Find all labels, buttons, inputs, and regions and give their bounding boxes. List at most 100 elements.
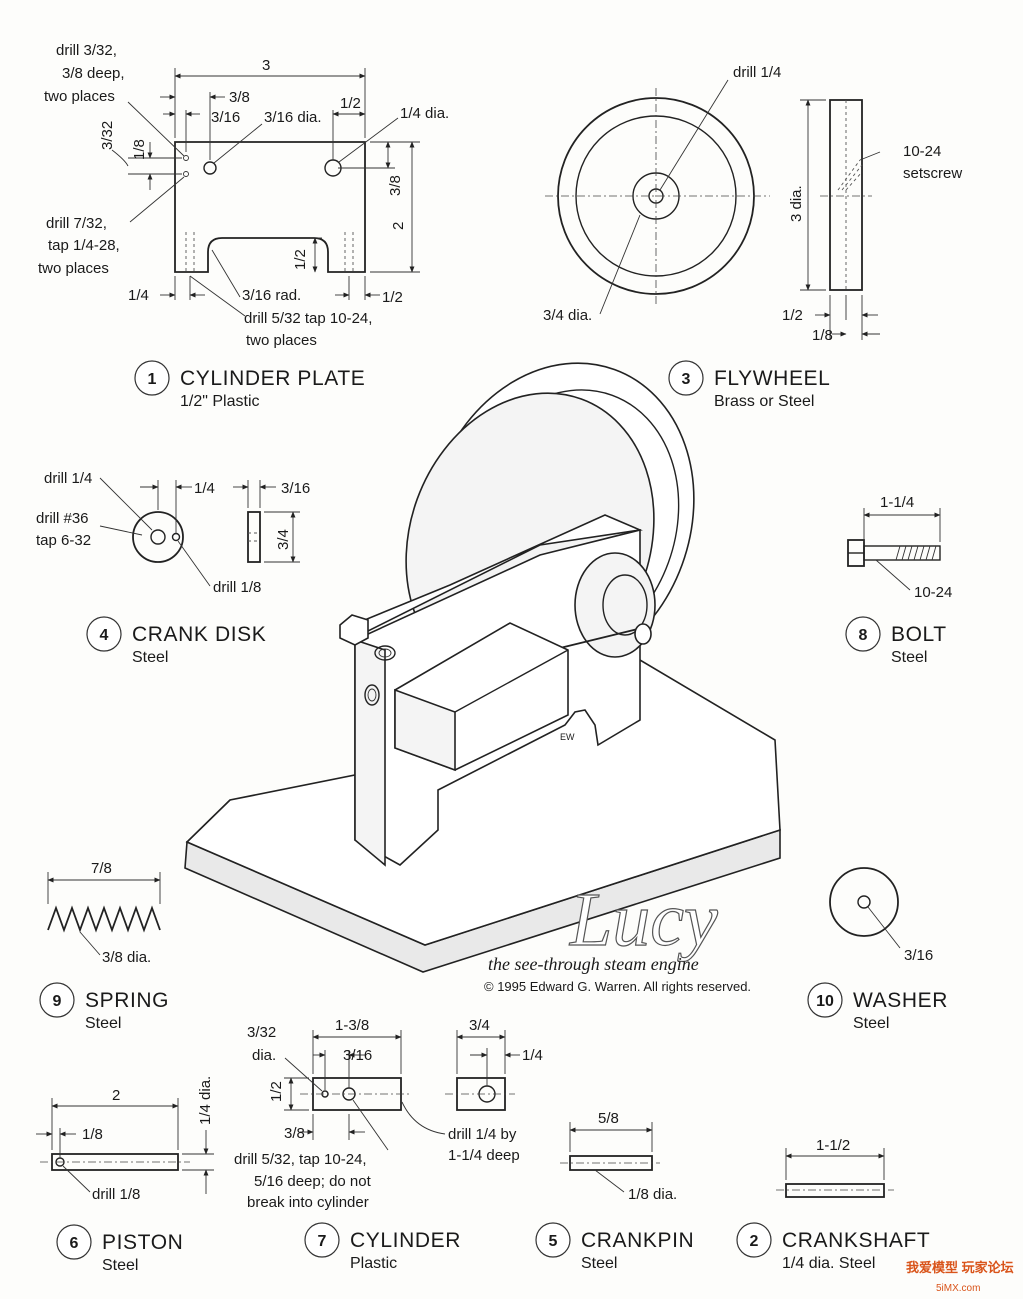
piston-dia: 1/4 dia. xyxy=(197,1076,214,1125)
piston-1-8: 1/8 xyxy=(82,1126,103,1143)
cyl-drill14-2: 1-1/4 deep xyxy=(448,1147,520,1164)
cd-drill36-1: drill #36 xyxy=(36,510,89,527)
part-title-crankshaft: CRANKSHAFT xyxy=(782,1229,930,1252)
crankpin-drawing xyxy=(560,1122,660,1193)
cp-drill-b-1: drill 7/32, xyxy=(46,215,107,232)
cp-1-2-v: 1/2 xyxy=(292,249,309,270)
washer-dia: 3/16 xyxy=(904,947,933,964)
piston-len: 2 xyxy=(112,1087,120,1104)
cyl-drill532-1: drill 5/32, tap 10-24, xyxy=(234,1151,367,1168)
part-badge-bolt xyxy=(845,616,881,652)
fw-h: 1/8 xyxy=(812,327,833,344)
bolt-drawing xyxy=(847,508,941,591)
cp-3-16-dia: 3/16 dia. xyxy=(264,109,322,126)
part-badge-spring xyxy=(39,982,75,1018)
cp-pin-dia: 1/8 dia. xyxy=(628,1186,677,1203)
part-badge-washer xyxy=(807,982,843,1018)
fw-dia: 3 dia. xyxy=(788,185,805,222)
fw-setscrew-2: setscrew xyxy=(903,165,962,182)
cyl-drill14-1: drill 1/4 by xyxy=(448,1126,517,1143)
cp-1-4-dia: 1/4 dia. xyxy=(400,105,449,122)
fw-drill: drill 1/4 xyxy=(733,64,781,81)
fw-w: 1/2 xyxy=(782,307,803,324)
part-material-crank-disk: Steel xyxy=(132,649,168,666)
cp-drill-c-1: drill 5/32 tap 10-24, xyxy=(244,310,372,327)
part-title-piston: PISTON xyxy=(102,1231,183,1254)
cylinder-plate-drawing xyxy=(111,68,420,317)
part-title-crankpin: CRANKPIN xyxy=(581,1229,694,1252)
cd-3-4: 3/4 xyxy=(275,529,292,550)
cp-1-2-b: 1/2 xyxy=(382,289,403,306)
part-number-spring: 9 xyxy=(53,993,62,1010)
washer-drawing xyxy=(829,867,901,949)
part-title-bolt: BOLT xyxy=(891,623,947,646)
cp-3-32: 3/32 xyxy=(99,121,116,150)
cp-drill-a-3: two places xyxy=(44,88,115,105)
part-number-crank-disk: 4 xyxy=(100,627,109,644)
part-number-flywheel: 3 xyxy=(682,371,691,388)
cp-drill-b-3: two places xyxy=(38,260,109,277)
part-number-cylinder: 7 xyxy=(318,1233,327,1250)
cyl-3-4: 3/4 xyxy=(469,1017,490,1034)
part-badge-flywheel xyxy=(668,360,704,396)
spring-drawing xyxy=(47,872,161,956)
cylinder-drawing xyxy=(284,1030,520,1151)
cp-drill-b-2: tap 1/4-28, xyxy=(48,237,120,254)
cp-3-16: 3/16 xyxy=(211,109,240,126)
part-badge-piston xyxy=(56,1224,92,1260)
cyl-drill532-3: break into cylinder xyxy=(247,1194,369,1211)
part-number-washer: 10 xyxy=(816,993,834,1010)
part-title-cylinder-plate: CYLINDER PLATE xyxy=(180,367,365,390)
cyl-drill332-2: dia. xyxy=(252,1047,276,1064)
watermark-top: 我爱模型 玩家论坛 xyxy=(906,1260,1014,1275)
watermark-bottom: 5iMX.com xyxy=(936,1283,980,1294)
logo-copyright: © 1995 Edward G. Warren. All rights rese… xyxy=(484,979,751,994)
part-material-cylinder-plate: 1/2" Plastic xyxy=(180,393,260,410)
cp-pin-len: 5/8 xyxy=(598,1110,619,1127)
fw-setscrew-1: 10-24 xyxy=(903,143,941,160)
cp-3-8-v: 3/8 xyxy=(387,175,404,196)
part-material-piston: Steel xyxy=(102,1257,138,1274)
part-material-flywheel: Brass or Steel xyxy=(714,393,814,410)
part-badge-crankpin xyxy=(535,1222,571,1258)
cp-drill-a-2: 3/8 deep, xyxy=(62,65,125,82)
flywheel-drawing xyxy=(545,79,881,340)
part-badge-cylinder-plate xyxy=(134,360,170,396)
part-number-crankshaft: 2 xyxy=(750,1233,759,1250)
cp-width: 3 xyxy=(262,57,270,74)
part-title-washer: WASHER xyxy=(853,989,948,1012)
part-title-crank-disk: CRANK DISK xyxy=(132,623,266,646)
cp-3-8: 3/8 xyxy=(229,89,250,106)
crank-disk-drawing xyxy=(99,477,300,587)
cyl-drill532-2: 5/16 deep; do not xyxy=(254,1173,372,1190)
logo-initials: EW xyxy=(560,732,575,742)
part-title-cylinder: CYLINDER xyxy=(350,1229,461,1252)
part-material-washer: Steel xyxy=(853,1015,889,1032)
part-number-bolt: 8 xyxy=(859,627,868,644)
cyl-1-4: 1/4 xyxy=(522,1047,543,1064)
cp-drill-c-2: two places xyxy=(246,332,317,349)
piston-drill: drill 1/8 xyxy=(92,1186,140,1203)
part-title-spring: SPRING xyxy=(85,989,169,1012)
part-badge-cylinder xyxy=(304,1222,340,1258)
cp-1-2: 1/2 xyxy=(340,95,361,112)
cd-drill14: drill 1/4 xyxy=(44,470,92,487)
fw-hub: 3/4 dia. xyxy=(543,307,592,324)
bolt-thread: 10-24 xyxy=(914,584,952,601)
cyl-1-2: 1/2 xyxy=(268,1081,285,1102)
cd-drill18: drill 1/8 xyxy=(213,579,261,596)
crankshaft-drawing xyxy=(776,1148,894,1198)
engine-iso-view xyxy=(184,362,781,973)
cd-1-4: 1/4 xyxy=(194,480,215,497)
cp-drill-a-1: drill 3/32, xyxy=(56,42,117,59)
cd-drill36-2: tap 6-32 xyxy=(36,532,91,549)
cs-len: 1-1/2 xyxy=(816,1137,850,1154)
cp-rad: 3/16 rad. xyxy=(242,287,301,304)
cd-3-16: 3/16 xyxy=(281,480,310,497)
part-material-crankshaft: 1/4 dia. Steel xyxy=(782,1255,875,1272)
logo-tagline: the see-through steam engine xyxy=(488,954,699,974)
part-material-spring: Steel xyxy=(85,1015,121,1032)
